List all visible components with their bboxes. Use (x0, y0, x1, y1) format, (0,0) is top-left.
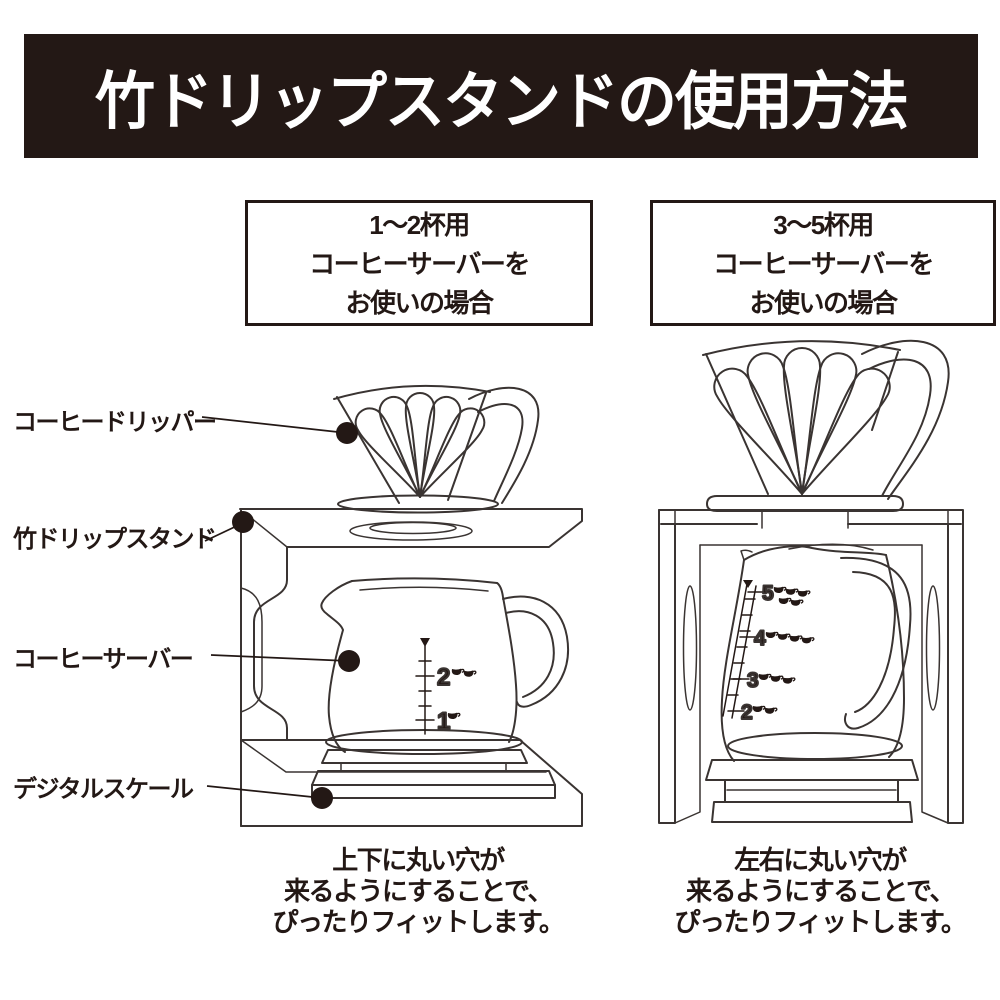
right-usage-box: 3〜5杯用 コーヒーサーバーを お使いの場合 (650, 200, 996, 326)
left-usage-line-3: お使いの場合 (345, 288, 494, 318)
left-dripper-drawing (333, 384, 540, 514)
right-digital-scale-drawing (705, 759, 919, 823)
cup-icon (784, 587, 799, 596)
left-server-scale: 2 1 (415, 638, 477, 736)
cup-icon (763, 706, 778, 715)
cup-icon (776, 632, 791, 641)
server-pointer-dot (338, 650, 360, 672)
left-mark-2-cups (450, 667, 477, 678)
left-mark-2: 2 (437, 664, 450, 691)
cup-icon (781, 676, 796, 685)
right-mark-4-cups (764, 630, 815, 645)
right-dripper-handle (861, 339, 950, 500)
right-mark-5-cups (772, 585, 811, 607)
cup-icon (450, 667, 465, 676)
right-stand-side-hole-right (925, 585, 941, 711)
leader-lines (201, 416, 360, 809)
left-caption-line-2: 来るようにすることで、 (284, 876, 553, 906)
left-caption-line-3: ぴったりフィットします。 (272, 907, 565, 937)
stand-pointer-dot (232, 511, 254, 533)
cup-icon (800, 636, 815, 645)
cup-icon (777, 596, 792, 605)
right-server-handle (840, 556, 912, 730)
right-caption-line-2: 来るようにすることで、 (686, 876, 955, 906)
left-caption: 上下に丸い穴が 来るようにすることで、 ぴったりフィットします。 (248, 845, 588, 938)
page-title: 竹ドリップスタンドの使用方法 (95, 66, 909, 137)
cup-icon (446, 711, 461, 720)
left-server-handle (502, 595, 569, 708)
right-usage-line-2: コーヒーサーバーを (713, 249, 934, 279)
left-mark-1-cups (446, 711, 461, 720)
label-bamboo-stand: 竹ドリップスタンド (13, 526, 217, 553)
label-digital-scale: デジタルスケール (13, 776, 194, 803)
right-mark-5: 5 (762, 582, 774, 605)
shelf-hole (349, 521, 473, 541)
right-server-scale: 5 4 3 2 (722, 580, 815, 725)
right-usage-line-1: 3〜5杯用 (773, 210, 874, 240)
right-bamboo-stand-drawing (658, 509, 964, 824)
cup-icon (772, 585, 787, 594)
left-diagram: 2 1 (239, 384, 583, 827)
left-usage-box: 1〜2杯用 コーヒーサーバーを お使いの場合 (245, 200, 593, 326)
cup-icon (757, 672, 772, 681)
right-caption-line-1: 左右に丸い穴が (734, 845, 907, 875)
right-mark-3: 3 (747, 669, 759, 692)
right-server-drawing: 5 4 3 2 (720, 543, 912, 762)
right-stand-side-hole-left (682, 585, 698, 711)
left-digital-scale-drawing (311, 749, 556, 799)
right-caption-line-3: ぴったりフィットします。 (674, 907, 967, 937)
cup-icon (769, 674, 784, 683)
label-coffee-server: コーヒーサーバー (13, 646, 194, 673)
left-mark-1: 1 (437, 708, 450, 735)
right-mark-2-cups (751, 704, 778, 715)
cup-icon (764, 630, 779, 639)
dripper-pointer-dot (336, 422, 358, 444)
cup-icon (751, 704, 766, 713)
left-server-spout (320, 580, 353, 753)
label-coffee-dripper: コーヒードリッパー (13, 409, 217, 436)
cup-icon (788, 634, 803, 643)
left-caption-line-1: 上下に丸い穴が (332, 845, 505, 875)
cup-icon (789, 598, 804, 607)
left-dripper-handle (468, 386, 540, 504)
scale-pointer-dot (311, 787, 333, 809)
title-banner: 竹ドリップスタンドの使用方法 (24, 34, 978, 158)
left-bamboo-stand-drawing (239, 508, 583, 827)
right-mark-2: 2 (741, 701, 753, 724)
left-server-drawing: 2 1 (320, 577, 569, 755)
right-mark-4: 4 (754, 627, 766, 650)
right-diagram: 5 4 3 2 (658, 339, 964, 824)
left-usage-line-1: 1〜2杯用 (369, 210, 470, 240)
right-mark-3-cups (757, 672, 796, 685)
left-usage-line-2: コーヒーサーバーを (309, 249, 530, 279)
right-dripper-drawing (702, 339, 950, 512)
right-caption: 左右に丸い穴が 来るようにすることで、 ぴったりフィットします。 (650, 845, 990, 938)
cup-icon (796, 589, 811, 598)
right-usage-line-3: お使いの場合 (749, 288, 898, 318)
cup-icon (462, 669, 477, 678)
